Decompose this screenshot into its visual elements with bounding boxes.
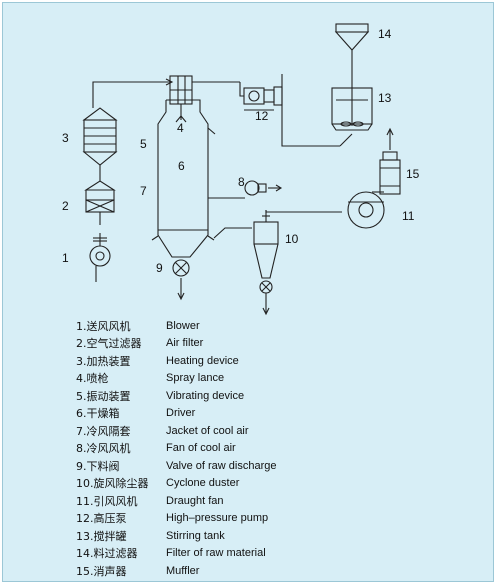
label-13: 13 <box>378 91 392 105</box>
label-12: 12 <box>255 109 269 123</box>
label-9: 9 <box>156 261 163 275</box>
label-10: 10 <box>285 232 299 246</box>
dryer-tower <box>151 75 216 301</box>
cyclone-duster <box>213 210 342 316</box>
stirring-tank <box>281 23 373 147</box>
label-14: 14 <box>378 27 392 41</box>
label-11: 11 <box>402 209 415 223</box>
label-7: 7 <box>140 184 147 198</box>
label-3: 3 <box>62 131 69 145</box>
label-8: 8 <box>238 175 245 189</box>
label-6: 6 <box>178 159 185 173</box>
draught-fan <box>347 127 401 229</box>
label-1: 1 <box>62 251 69 265</box>
high-pressure-pump <box>192 81 283 111</box>
blower <box>89 233 111 282</box>
label-15: 15 <box>406 167 420 181</box>
label-2: 2 <box>62 199 69 213</box>
cool-air-fan <box>208 180 283 199</box>
label-4: 4 <box>177 121 184 135</box>
heating-device <box>82 78 174 166</box>
label-5: 5 <box>140 137 147 151</box>
air-filter <box>84 165 116 225</box>
